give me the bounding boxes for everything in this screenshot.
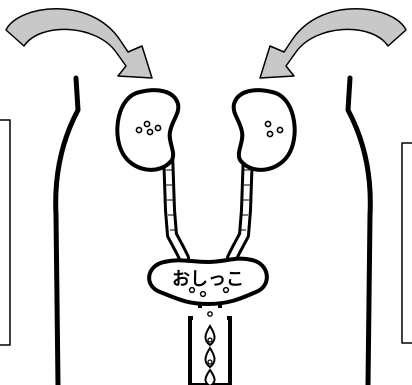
- curved-arrow-right-icon: [260, 9, 406, 78]
- kidney-right-icon: [234, 90, 295, 170]
- bladder-label: おしっこ: [172, 269, 244, 290]
- body-outline-left: [56, 78, 78, 385]
- side-panel-right: [402, 143, 412, 343]
- body-outline-right: [348, 78, 370, 385]
- curved-arrow-left-icon: [6, 9, 152, 78]
- kidney-left-icon: [117, 90, 178, 170]
- side-panel-left: [0, 120, 10, 345]
